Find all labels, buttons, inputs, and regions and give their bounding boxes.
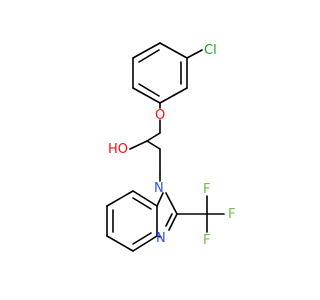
- bond: [156, 192, 164, 207]
- bond: [132, 190, 158, 207]
- bond: [106, 235, 134, 252]
- imidazole-n3-label: N: [156, 231, 166, 246]
- bond: [168, 213, 178, 231]
- bond: [132, 42, 161, 59]
- bond: [165, 192, 178, 215]
- hydroxyl-label: HO: [108, 142, 128, 157]
- chlorophenyl-ring: [132, 42, 188, 104]
- bond: [138, 83, 160, 97]
- fluorine-label-right: F: [228, 207, 235, 222]
- bond: [106, 190, 134, 207]
- molecule-canvas: Cl O HO N N F F F: [106, 42, 236, 252]
- ether-oxygen-label: O: [155, 108, 165, 123]
- bond: [186, 49, 203, 59]
- bond: [132, 197, 152, 210]
- fluorine-label-bottom: F: [203, 233, 210, 248]
- bond: [132, 87, 161, 104]
- bond: [132, 232, 152, 245]
- bond: [159, 87, 188, 104]
- chlorine-label: Cl: [204, 43, 217, 58]
- fluorine-label-top: F: [203, 182, 210, 197]
- benzo-ring: [106, 190, 158, 252]
- bond: [159, 42, 188, 59]
- molecule-structure: Cl O HO N N F F F: [106, 42, 235, 252]
- bond: [132, 235, 158, 252]
- bond: [146, 132, 161, 142]
- bond: [138, 49, 160, 63]
- imidazole-ring: [156, 192, 178, 238]
- imidazole-n1-label: N: [154, 181, 164, 196]
- bond: [129, 140, 148, 150]
- bond: [165, 213, 173, 227]
- bond: [146, 140, 161, 150]
- bond: [156, 235, 162, 238]
